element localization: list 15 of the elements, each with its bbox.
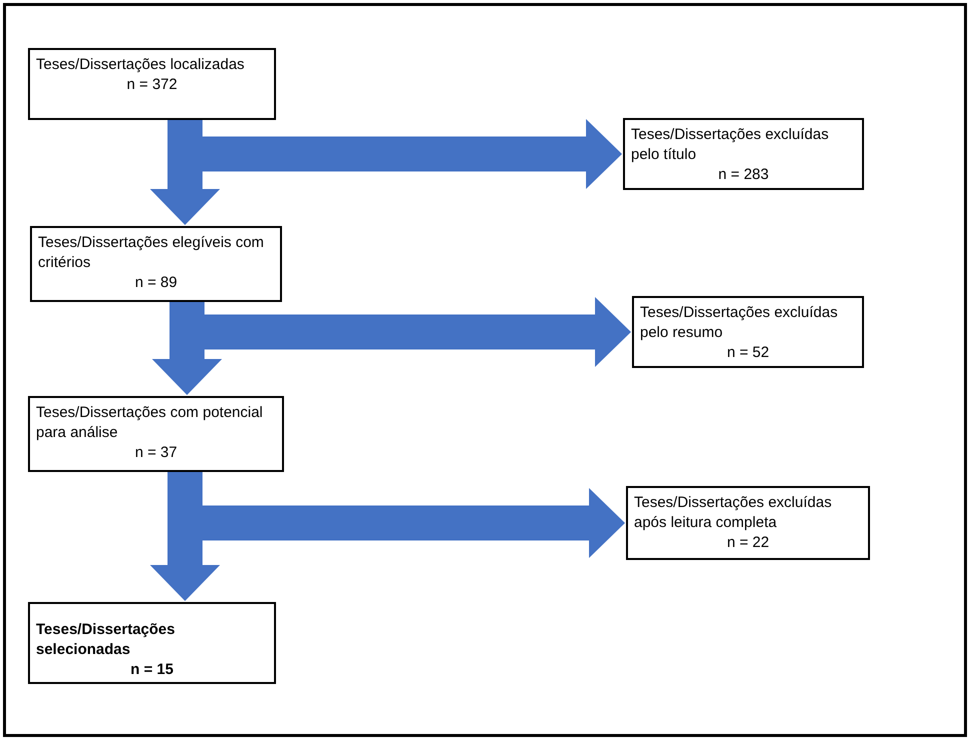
process-box bbox=[632, 296, 864, 368]
count-text: n = 37 bbox=[134, 443, 178, 463]
heading-text: Teses/Dissertações localizadas bbox=[36, 55, 246, 75]
count-text: n = 22 bbox=[726, 533, 770, 553]
count-text: n = 52 bbox=[726, 343, 770, 363]
process-box bbox=[30, 226, 282, 302]
process-box bbox=[623, 118, 864, 190]
process-box bbox=[28, 602, 276, 684]
count-text: n = 283 bbox=[717, 165, 770, 185]
count-text: n = 89 bbox=[134, 273, 178, 293]
count-text: n = 15 bbox=[130, 660, 174, 680]
count-text: n = 372 bbox=[126, 75, 178, 95]
process-box bbox=[28, 48, 276, 120]
process-box bbox=[626, 486, 870, 560]
process-box bbox=[28, 396, 284, 472]
